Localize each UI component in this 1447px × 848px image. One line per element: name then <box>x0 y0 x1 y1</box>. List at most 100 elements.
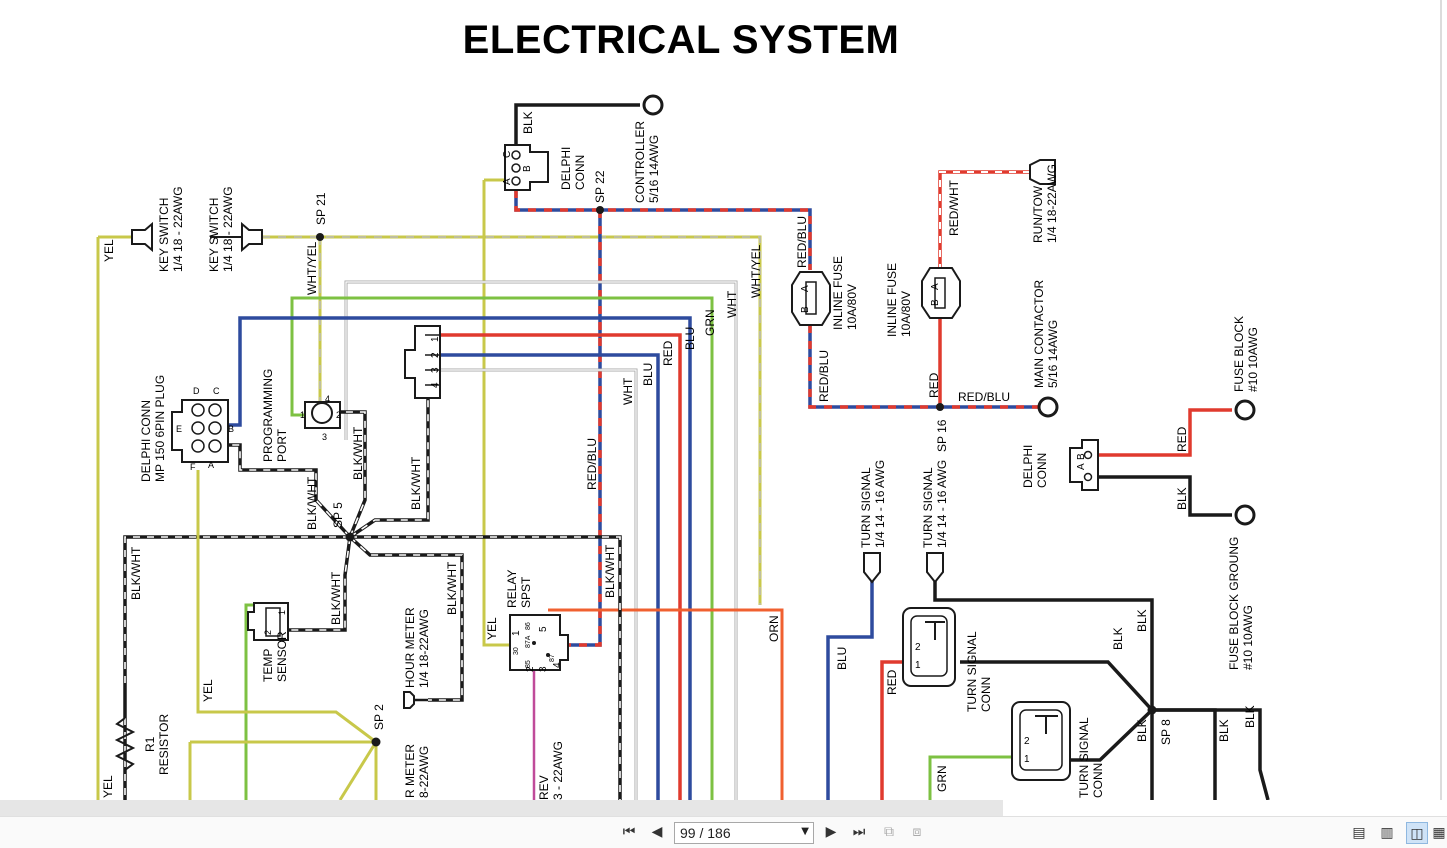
pin-5-relay: 5 <box>538 626 549 632</box>
label-orn: ORN <box>767 615 781 642</box>
last-page-icon[interactable]: ⏭ <box>848 821 870 843</box>
label-hour-meter: HOUR METER1/4 18-22AWG <box>403 607 431 688</box>
wire-orn <box>548 608 784 800</box>
pin-b-6pin: B <box>228 424 234 434</box>
delphi-conn-top <box>504 144 549 191</box>
pin-f-6pin: F <box>190 462 196 472</box>
pin-b-fuse1: B <box>800 306 811 313</box>
continuous-icon[interactable]: ▦ <box>1432 822 1446 844</box>
label-wht-yel-2: WHT/YEL <box>749 244 763 298</box>
wire-resistor <box>114 690 136 771</box>
page-number-select[interactable]: 99 / 186 ▼ <box>674 822 814 844</box>
pin-1-relay: 1 <box>511 630 522 636</box>
label-blu-2: BLU <box>641 363 655 386</box>
page-navigation-toolbar: ⏮ ◀ 99 / 186 ▼ ▶ ⏭ ⧉ ⧈ ▤ ▥ ◫ ▦ <box>0 816 1447 848</box>
label-red-blu-mid: RED/BLU <box>585 438 599 490</box>
label-blk-right-2: BLK <box>1135 609 1149 632</box>
wire-yel-left <box>96 235 132 800</box>
wire-grn <box>290 296 714 800</box>
pin-1-conn: 1 <box>430 336 441 342</box>
label-blk-wht-5: BLK/WHT <box>329 571 343 625</box>
pin-1-temp: 1 <box>277 610 287 615</box>
label-inline-fuse-2: INLINE FUSE10A/80V <box>885 263 913 337</box>
label-blk-wht-relay: BLK/WHT <box>603 544 617 598</box>
pin-2-conn: 2 <box>430 352 441 358</box>
wire-blk-right <box>933 580 1270 800</box>
wire-red-fuseblock <box>1098 408 1232 457</box>
pin-2-prog: 2 <box>336 410 341 420</box>
page-number-value: 99 / 186 <box>680 825 731 841</box>
pin-30-relay: 30 <box>513 647 520 655</box>
rotate-icon[interactable]: ⧈ <box>906 821 928 843</box>
controller-ring-terminal <box>642 94 664 116</box>
label-temp-sensor: TEMPSENSOR <box>261 631 289 682</box>
pin-2-turn2: 2 <box>1024 736 1030 747</box>
hour-meter-terminal <box>403 691 415 709</box>
pin-4-relay: 4 <box>552 662 563 668</box>
label-blk-wht-1: BLK/WHT <box>351 426 365 480</box>
pin-2-temp: 2 <box>263 630 273 635</box>
previous-page-icon[interactable]: ◀ <box>646 821 668 843</box>
run-tow-terminal <box>1029 159 1056 185</box>
pin-87-relay: 87 <box>549 654 556 662</box>
wire-wht-yel-top <box>262 235 762 605</box>
label-key-switch-1: KEY SWITCH1/4 18 - 22AWG <box>157 186 185 272</box>
label-blk-top: BLK <box>521 111 535 134</box>
label-grn: GRN <box>703 309 717 336</box>
pin-87a-relay: 87A <box>525 635 532 648</box>
pin-3-relay: 3 <box>538 666 549 672</box>
wire-wht-group <box>344 280 738 800</box>
label-delphi-6pin: DELPHI CONNMP 150 6PIN PLUG <box>139 375 167 482</box>
inline-fuse-2 <box>921 267 961 319</box>
label-blu-turn: BLU <box>835 647 849 670</box>
label-blk-ground: BLK <box>1175 487 1189 510</box>
fit-width-icon[interactable]: ⧉ <box>878 821 900 843</box>
two-page-icon[interactable]: ◫ <box>1406 822 1428 844</box>
pin-a-fuse2: A <box>930 283 941 290</box>
fuse-block-ground-ring-terminal <box>1234 504 1256 526</box>
label-resistor: RESISTOR <box>157 714 171 775</box>
pin-1-prog: 1 <box>300 410 305 420</box>
label-red-blu-h: RED/BLU <box>958 390 1010 404</box>
label-sp5: SP 5 <box>331 502 345 528</box>
wire-blk-ground <box>1098 475 1232 517</box>
next-page-icon[interactable]: ▶ <box>820 821 842 843</box>
wire-red-blu-main <box>514 190 1040 647</box>
label-red-fuse2: RED <box>927 372 941 398</box>
pin-a-top: A <box>502 178 513 185</box>
wire-red-group <box>440 333 930 800</box>
relay-spst <box>509 614 569 671</box>
splice-points <box>316 206 1157 747</box>
programming-port <box>304 401 341 429</box>
horizontal-scrollbar[interactable] <box>0 800 1003 816</box>
label-key-switch-2: KEY SWITCH1/4 18 - 22AWG <box>207 186 235 272</box>
key-switch-terminal-2 <box>210 221 263 253</box>
label-blk-wht-2: BLK/WHT <box>409 456 423 510</box>
pin-3-conn: 3 <box>430 367 441 373</box>
label-blk-wht-6: BLK/WHT <box>445 561 459 615</box>
facing-pages-icon[interactable]: ▥ <box>1376 822 1398 844</box>
label-delphi-conn-right: DELPHICONN <box>1021 445 1049 488</box>
pin-c-top: C <box>502 151 513 158</box>
document-viewport: ELECTRICAL SYSTEM .w { fill:none; stroke… <box>96 0 1442 800</box>
first-page-icon[interactable]: ⏮ <box>618 821 640 843</box>
pin-d-6pin: D <box>193 386 200 396</box>
main-contactor-ring-terminal <box>1037 396 1059 418</box>
wire-red-wht-runtow <box>938 170 1030 268</box>
pin-86-relay: 86 <box>525 622 532 630</box>
label-fuse-block: FUSE BLOCK#10 10AWG <box>1232 316 1260 392</box>
label-sp22: SP 22 <box>593 170 607 203</box>
pin-a-6pin: A <box>208 460 214 470</box>
pin-4-conn: 4 <box>430 382 441 388</box>
label-wht-yel-1: WHT/YEL <box>305 241 319 295</box>
scrollbar-track <box>1003 800 1447 816</box>
label-red-fuseblock: RED <box>1175 426 1189 452</box>
single-page-icon[interactable]: ▤ <box>1348 822 1370 844</box>
label-inline-fuse-1: INLINE FUSE10A/80V <box>831 256 859 330</box>
label-wht-2: WHT <box>621 377 635 405</box>
temp-sensor-connector <box>247 602 289 641</box>
pin-a-fuse1: A <box>800 285 811 292</box>
label-blk-right-3: BLK <box>1135 719 1149 742</box>
label-r1: R1 <box>143 736 157 752</box>
label-red-wht: RED/WHT <box>947 179 961 236</box>
